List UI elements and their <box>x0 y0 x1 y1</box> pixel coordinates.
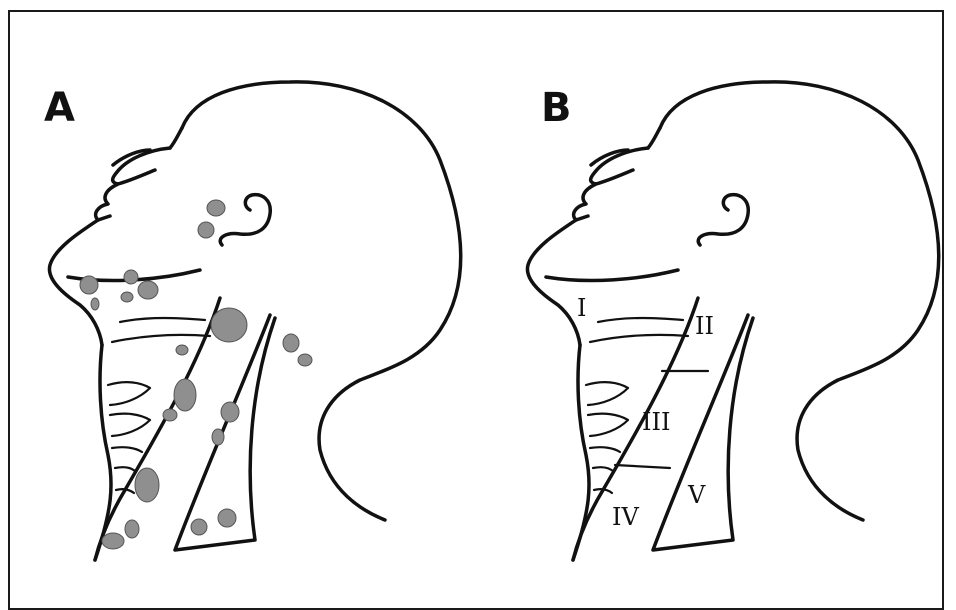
panel-label-a: A <box>44 85 75 131</box>
lymph-node <box>124 270 138 284</box>
level-divider <box>615 465 670 468</box>
lymph-node <box>212 429 224 445</box>
lymph-node <box>218 509 236 527</box>
panel-b: I II III IV V B <box>527 82 938 560</box>
lymph-node <box>191 519 207 535</box>
lymph-node <box>80 276 98 294</box>
lymph-node <box>221 402 239 422</box>
lymph-node <box>125 520 139 538</box>
lymph-node <box>135 468 159 502</box>
panel-a: A <box>44 82 461 560</box>
lymph-node <box>102 533 124 549</box>
lymph-node <box>298 354 312 366</box>
lymph-node <box>207 200 225 216</box>
level-i-label: I <box>577 294 586 322</box>
lymph-node <box>211 308 247 342</box>
level-iii-label: III <box>642 408 670 436</box>
level-iv-label: IV <box>612 503 639 531</box>
lymph-node <box>283 334 299 352</box>
level-v-label: V <box>687 481 706 509</box>
head-outline-a <box>49 82 460 560</box>
lymph-node <box>198 222 214 238</box>
lymph-node <box>121 292 133 302</box>
head-outline-b <box>527 82 938 560</box>
neck-lymph-node-diagram: A I II III IV V B <box>0 0 956 595</box>
panel-label-b: B <box>541 85 572 131</box>
lymph-node <box>174 379 196 411</box>
lymph-node <box>176 345 188 355</box>
level-ii-label: II <box>695 312 714 340</box>
lymph-node <box>163 409 177 421</box>
lymph-node <box>138 281 158 299</box>
lymph-node <box>91 298 99 310</box>
